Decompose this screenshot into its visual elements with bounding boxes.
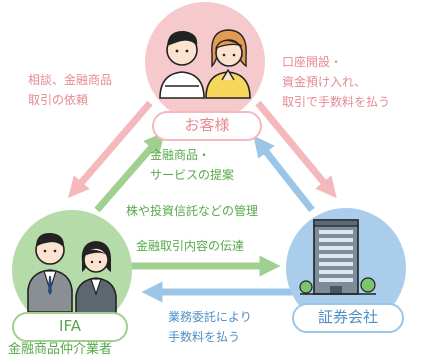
ifa-man-icon xyxy=(27,232,73,313)
customer-man-icon xyxy=(159,30,205,99)
building-icon xyxy=(299,219,376,295)
customer-woman-icon xyxy=(205,29,251,99)
arrow-customer-to-securities xyxy=(255,100,337,199)
customer-to-ifa-label: 相談、金融商品 取引の依頼 xyxy=(28,73,113,107)
securities-node xyxy=(286,208,406,328)
customer-node xyxy=(145,2,265,122)
ifa-caption: 金融商品仲介業者 xyxy=(8,342,113,357)
arrow-ifa-to-customer xyxy=(94,132,165,213)
ifa-to-customer-label: 金融商品・ サービスの提案 xyxy=(150,148,235,182)
ifa-to-securities-label: 金融取引内容の伝達 xyxy=(136,239,245,253)
ifa-node xyxy=(12,210,132,330)
securities-to-ifa-manage-label: 株や投資信託などの管理 xyxy=(126,204,259,218)
ifa-woman-icon xyxy=(75,241,117,315)
securities-label: 証券会社 xyxy=(292,303,404,333)
customer-label: お客様 xyxy=(152,111,262,141)
securities-to-ifa-fee-label: 業務委託により 手数料を払う xyxy=(168,310,252,344)
securities-to-customer-label: 口座開設・ 資金預け入れ、 取引で手数料を払う xyxy=(282,55,391,109)
arrow-securities-to-customer xyxy=(253,135,315,213)
ifa-label: IFA xyxy=(12,312,128,342)
arrow-customer-to-ifa xyxy=(68,100,153,198)
